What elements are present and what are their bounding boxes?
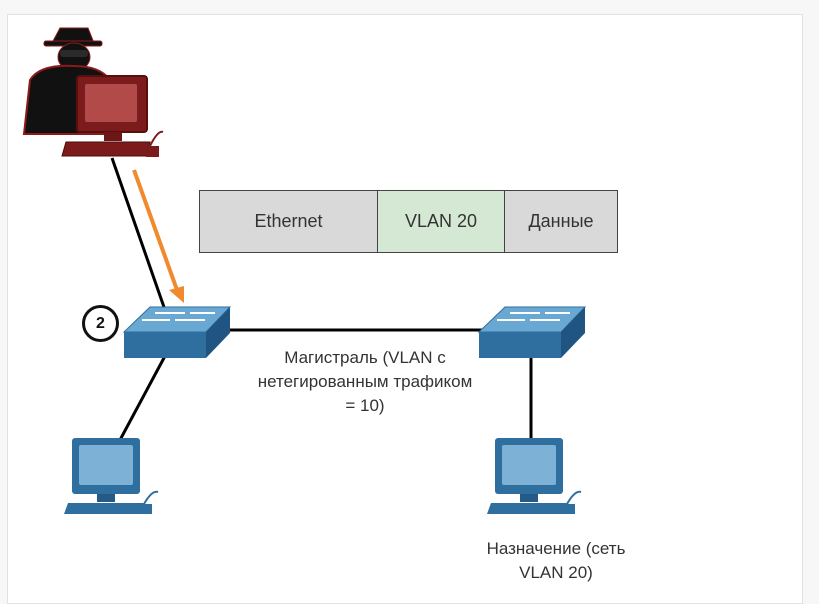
attacker-link <box>110 157 167 311</box>
switch-icon <box>122 306 232 358</box>
switch-icon <box>477 306 587 358</box>
destination-caption: Назначение (сеть VLAN 20) <box>446 537 666 585</box>
destination-caption-line: Назначение (сеть <box>486 539 626 558</box>
trunk-caption-line: Магистраль (VLAN с <box>284 348 446 367</box>
step-number-badge: 2 <box>82 305 119 342</box>
frame-vlan-tag-field: VLAN 20 <box>377 190 505 253</box>
computer-icon <box>487 438 582 514</box>
trunk-caption: Магистраль (VLAN с нетегированным трафик… <box>225 346 505 418</box>
trunk-caption-line: = 10) <box>345 396 385 415</box>
destination-caption-line: VLAN 20) <box>519 563 593 582</box>
frame-ethernet-field: Ethernet <box>199 190 378 253</box>
frame-payload-field: Данные <box>504 190 618 253</box>
hacker-icon <box>22 27 164 157</box>
computer-icon <box>64 438 159 514</box>
attack-arrow <box>132 169 184 303</box>
host-link <box>118 355 167 441</box>
trunk-caption-line: нетегированным трафиком <box>257 372 473 391</box>
